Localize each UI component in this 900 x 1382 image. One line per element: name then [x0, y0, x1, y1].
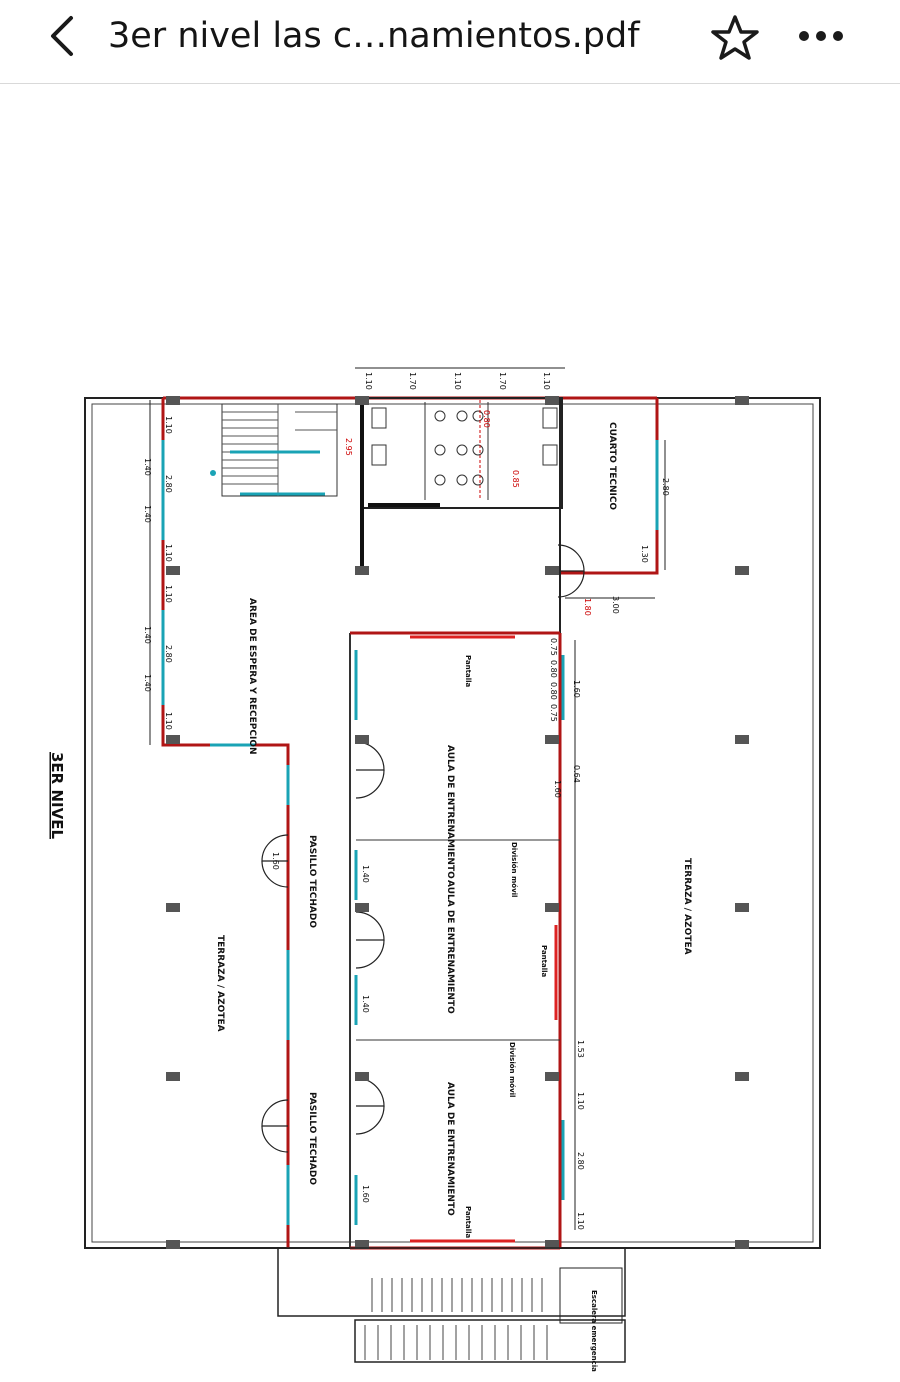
division-note-1: División móvil	[510, 842, 518, 897]
dim-room1-win-4: 0.75	[549, 704, 558, 722]
back-button[interactable]	[40, 12, 84, 60]
dim-left-7: 1.40	[143, 626, 152, 644]
dim-left-6: 1.10	[164, 585, 173, 603]
dim-right-b: 1.10	[576, 1092, 585, 1110]
bottom-staircase	[277, 1247, 626, 1363]
level-title: 3ER NIVEL	[48, 752, 66, 839]
more-horizontal-icon	[799, 31, 843, 41]
dim-left-5: 1.10	[164, 544, 173, 562]
dim-hall-gap: 1.80	[583, 598, 592, 616]
dim-left-2: 1.40	[143, 458, 152, 476]
dim-room1-side: 1.60	[553, 780, 562, 798]
dim-room2-b: 1.40	[361, 995, 370, 1013]
dim-left-8: 2.80	[164, 645, 173, 663]
terrace-right-label: TERRAZA / AZOTEA	[682, 858, 692, 955]
dim-room1-win-3: 0.80	[549, 682, 558, 700]
dim-room2-a: 1.40	[361, 865, 370, 883]
dim-left-10: 1.10	[164, 712, 173, 730]
dim-room1-win-2: 0.80	[549, 660, 558, 678]
corridor-1-label: PASILLO TECHADO	[307, 835, 317, 928]
dim-left-1: 1.10	[164, 416, 173, 434]
app-header: 3er nivel las c…namientos.pdf	[0, 0, 900, 84]
dim-storage-width: 3.00	[611, 596, 620, 614]
dim-right-d: 1.10	[576, 1212, 585, 1230]
dim-storage-window: 2.80	[661, 478, 670, 496]
dim-toilet-a: 0.80	[482, 410, 491, 428]
pdf-viewer[interactable]: 3ER NIVEL AREA DE ESPERA Y RECEPCION CUA…	[0, 85, 900, 1382]
reception-label: AREA DE ESPERA Y RECEPCION	[247, 598, 257, 755]
dim-stair-width: 2.95	[344, 438, 353, 456]
screen-note-3: Pantalla	[464, 1206, 472, 1239]
bathrooms-block	[360, 397, 563, 572]
reception-wall	[161, 398, 290, 1248]
screen-note-1: Pantalla	[464, 655, 472, 688]
dim-top-1: 1.10	[364, 372, 373, 390]
star-outline-icon	[711, 15, 759, 60]
training-room-3-label: AULA DE ENTRENAMIENTO	[445, 1082, 455, 1216]
dim-room1-door: 1.60	[572, 680, 581, 698]
main-staircase	[210, 403, 338, 497]
dim-top-5: 1.10	[542, 372, 551, 390]
dim-top-3: 1.10	[453, 372, 462, 390]
favorite-button[interactable]	[708, 12, 762, 64]
screen-note-2: Pantalla	[540, 945, 548, 978]
dim-room3-door: 1.60	[361, 1185, 370, 1203]
floor-plan-drawing: 3ER NIVEL AREA DE ESPERA Y RECEPCION CUA…	[48, 367, 821, 1372]
storage-label: CUARTO TECNICO	[607, 422, 617, 510]
dim-corridor-door: 1.60	[271, 852, 280, 870]
dim-left-4: 1.40	[143, 505, 152, 523]
corridor-2-label: PASILLO TECHADO	[307, 1092, 317, 1185]
division-note-2: División móvil	[508, 1042, 516, 1097]
terrace-left-label: TERRAZA / AZOTEA	[215, 935, 225, 1032]
dim-right-a: 1.53	[576, 1040, 585, 1058]
dim-left-9: 1.40	[143, 674, 152, 692]
dim-top-2: 1.70	[408, 372, 417, 390]
more-options-button[interactable]	[792, 16, 850, 56]
dim-room1-small: 0.64	[572, 765, 581, 783]
dim-right-c: 2.80	[576, 1152, 585, 1170]
emergency-stair-label: Escalera emergencia	[590, 1290, 598, 1372]
dim-storage-bottom: 1.30	[640, 545, 649, 563]
training-room-1-label: AULA DE ENTRENAMIENTO	[445, 745, 455, 879]
dim-left-3: 2.80	[164, 475, 173, 493]
dim-top-4: 1.70	[498, 372, 507, 390]
dim-toilet-b: 0.85	[511, 470, 520, 488]
chevron-left-icon	[51, 16, 73, 56]
dim-room1-win-1: 0.75	[549, 638, 558, 656]
training-room-2-label: AULA DE ENTRENAMIENTO	[445, 880, 455, 1014]
document-title: 3er nivel las c…namientos.pdf	[108, 16, 640, 56]
